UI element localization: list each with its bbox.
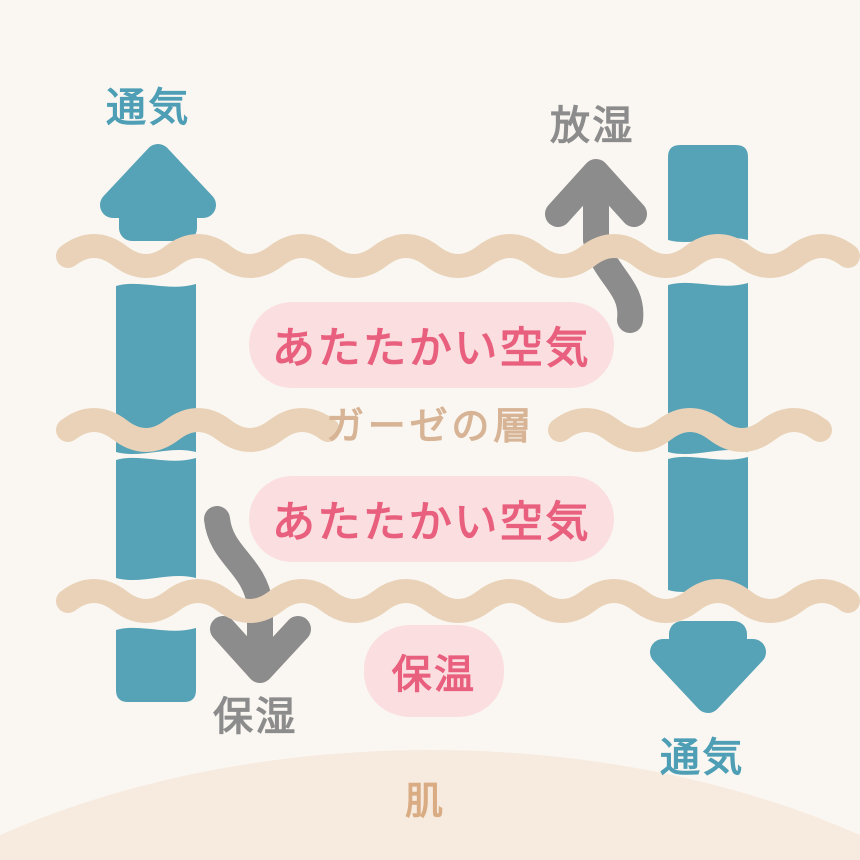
wave-line-1 [56,234,860,278]
skin-shape [0,750,860,860]
fiber-bar-right-3 [668,456,748,593]
retain-moisture-label: 保湿 [213,694,298,740]
fiber-bar-left-2 [116,457,196,581]
keep-warm-chip: 保温 [364,625,504,717]
retain-moisture-arrowhead [210,616,311,683]
warm-air-chip-lower: あたたかい空気 [249,476,614,562]
keep-warm-chip-label: 保温 [391,652,477,698]
vent-up-arrow-tail [122,205,194,239]
vent-bottom-label: 通気 [660,735,745,781]
release-moisture-label: 放湿 [550,103,635,149]
fiber-bar-left-3 [116,627,196,702]
release-moisture-arrowhead [545,159,647,227]
wave-line-3 [56,579,860,623]
skin-label: 肌 [405,779,447,823]
wave-line-2-right [548,408,832,452]
warm-air-chip-upper: あたたかい空気 [249,302,614,388]
wave-line-2-left [56,408,340,452]
gauze-layer-label: ガーゼの層 [326,404,536,448]
warm-air-chip-lower-label: あたたかい空気 [271,498,592,548]
fiber-bar-left-1 [116,283,196,455]
fiber-bar-right-1 [668,145,748,243]
vent-down-arrow-tail [672,627,744,654]
vent-top-label: 通気 [106,85,191,131]
warm-air-chip-upper-label: あたたかい空気 [271,324,592,374]
